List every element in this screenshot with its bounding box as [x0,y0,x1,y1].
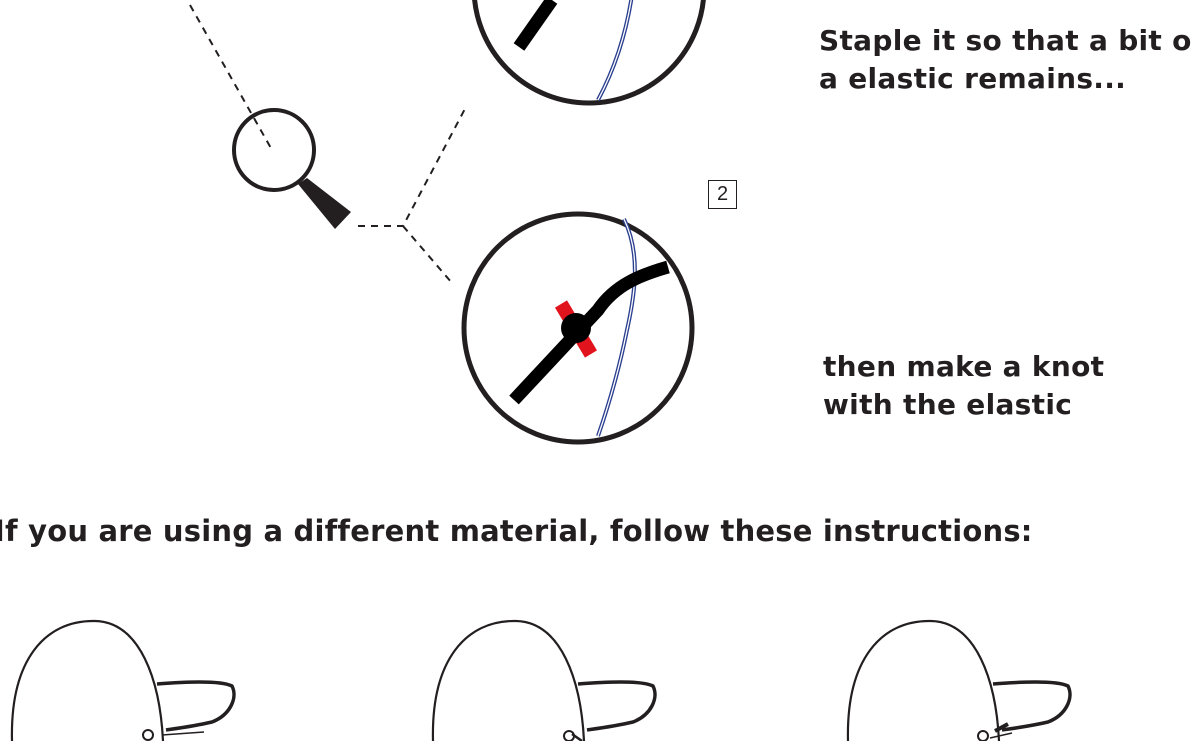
staple-caption: Staple it so that a bit of a elastic rem… [819,22,1192,98]
dashed-leader-lines [189,4,468,284]
magnifier-icon [232,108,351,229]
head-mask-sketch-1 [10,619,236,741]
instructions-heading: If you are using a different material, f… [0,514,1033,548]
step-number-badge: 2 [708,180,737,209]
zoom-circle-staple [472,0,706,106]
knot-caption-line-1: then make a knot [823,350,1105,383]
knot-caption: then make a knot with the elastic [823,348,1104,424]
knot-caption-line-2: with the elastic [823,388,1073,421]
zoom-circle-knot [461,211,695,445]
staple-caption-line-1: Staple it so that a bit of [819,24,1192,57]
head-mask-sketch-2 [431,619,657,741]
head-mask-sketch-3 [846,619,1072,741]
staple-caption-line-2: a elastic remains... [819,62,1127,95]
